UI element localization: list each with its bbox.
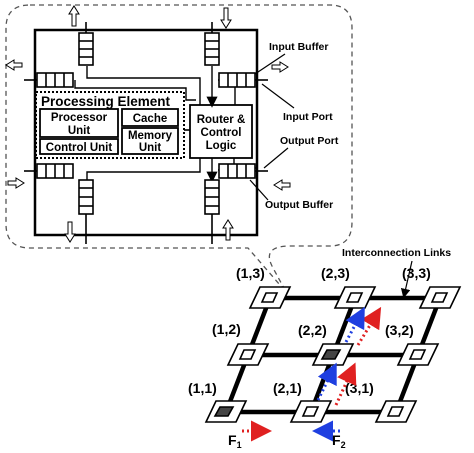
- node-3-1: [374, 400, 418, 423]
- node-1-2: [226, 343, 270, 366]
- memory-unit-label: Memory: [128, 130, 173, 142]
- router-logic-box: [189, 104, 253, 159]
- output-buffer-label: Output Buffer: [265, 199, 333, 211]
- buffer-north-east: [204, 32, 220, 66]
- flow-f1-path: [242, 306, 382, 442]
- node-3-2: [396, 343, 440, 366]
- router-logic-label-1: Router &: [197, 114, 246, 126]
- mesh-nodes: [204, 286, 462, 423]
- node-1-3: [248, 286, 292, 309]
- router-logic-label-2: Control: [201, 127, 242, 139]
- node-label-1-1: (1,1): [188, 380, 217, 396]
- flow-f2-path: [312, 306, 365, 442]
- cache-label: Cache: [133, 113, 168, 125]
- processor-unit-box: [39, 108, 119, 138]
- control-unit-box: [39, 138, 119, 155]
- buffer-west-top: [36, 72, 74, 88]
- node-label-3-3: (3,3): [402, 265, 431, 281]
- node-label-2-3: (2,3): [321, 265, 350, 281]
- node-3-3: [418, 286, 462, 309]
- node-2-1: [289, 400, 333, 423]
- node-label-2-1: (2,1): [273, 380, 302, 396]
- input-port-label: Input Port: [283, 111, 333, 123]
- interconnection-links-leader: [400, 260, 413, 299]
- node-1-1: [204, 400, 248, 423]
- flow-f2-label: F2: [332, 432, 346, 450]
- output-port-leader: [263, 147, 289, 169]
- input-buffer-leader: [254, 53, 286, 75]
- port-arrows: [5, 5, 291, 243]
- processing-element-box: [35, 91, 185, 159]
- zoom-callout-outline: [5, 4, 353, 293]
- buffer-east-bottom: [218, 163, 256, 179]
- node-label-2-2: (2,2): [298, 322, 327, 338]
- node-2-3: [333, 286, 377, 309]
- flow-f1-label: F1: [228, 432, 242, 450]
- buffer-south-east: [204, 179, 220, 215]
- memory-unit-box: [121, 127, 179, 155]
- buffer-north-west: [78, 32, 94, 66]
- output-port-label: Output Port: [280, 135, 339, 147]
- cache-box: [121, 108, 179, 127]
- processing-element-label: Processing Element: [41, 94, 171, 109]
- node-label-3-1: (3,1): [345, 380, 374, 396]
- node-2-2: [311, 343, 355, 366]
- router-logic-label-3: Logic: [206, 140, 237, 152]
- node-label-1-3: (1,3): [236, 265, 265, 281]
- buffer-south-west: [78, 179, 94, 215]
- interconnection-links-label: Interconnection Links: [342, 247, 451, 259]
- processor-unit-label-line2: Unit: [68, 125, 91, 137]
- node-label-3-2: (3,2): [385, 322, 414, 338]
- output-buffer-leader: [249, 179, 269, 201]
- router-block: [33, 28, 259, 237]
- memory-unit-label-line2: Unit: [139, 142, 162, 154]
- buffer-east-top: [218, 72, 256, 88]
- control-unit-label: Control Unit: [46, 142, 113, 154]
- buffer-west-bottom: [36, 163, 74, 179]
- input-buffer-label: Input Buffer: [269, 41, 329, 53]
- processor-unit-label: Processor: [51, 112, 108, 124]
- port-lines: [24, 22, 268, 244]
- mesh-network: (1,1) (2,1) (3,1) (1,2) (2,2) (3,2) (1,3…: [188, 247, 462, 450]
- input-port-leader: [261, 83, 295, 109]
- node-label-1-2: (1,2): [212, 321, 241, 337]
